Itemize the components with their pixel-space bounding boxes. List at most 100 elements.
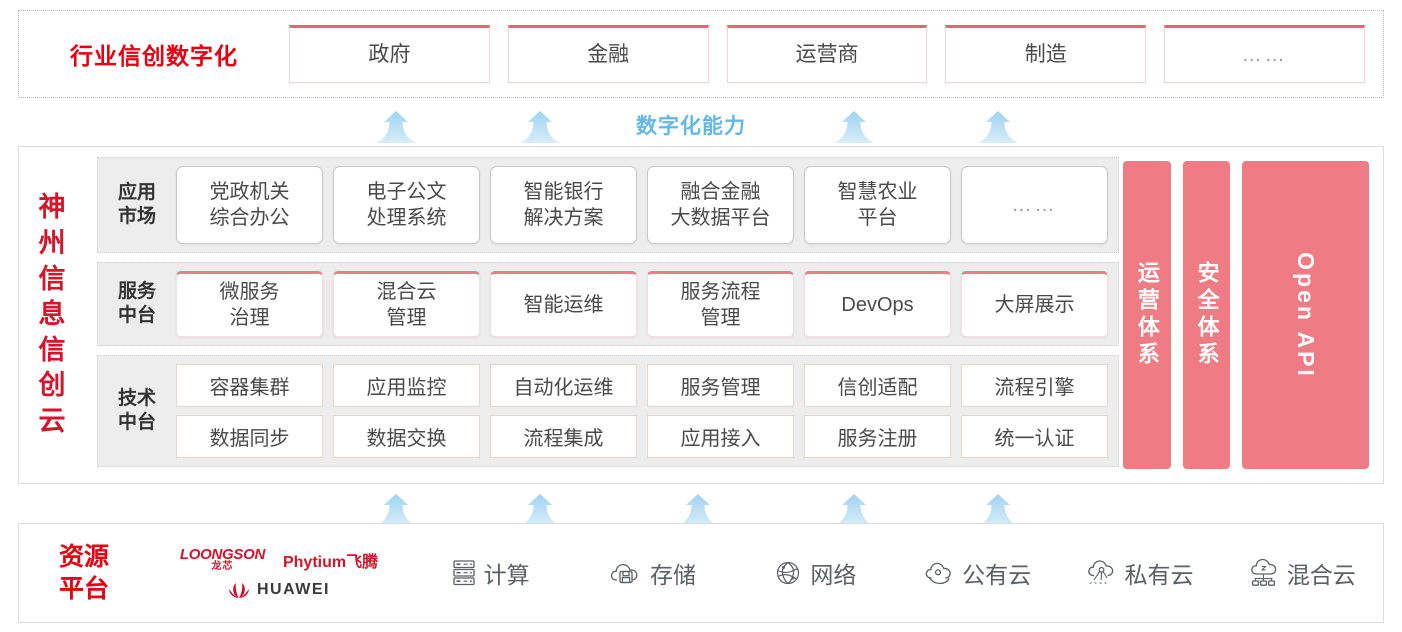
cloud-tier-stack: 应用 市场 党政机关综合办公 电子公文处理系统 智能银行解决方案 融合金融大数据… bbox=[85, 147, 1119, 483]
resource-platform-title: 资源 平台 bbox=[58, 542, 109, 604]
up-arrow-icon bbox=[519, 110, 561, 144]
tech-card-service-management[interactable]: 服务管理 bbox=[647, 364, 794, 407]
tech-card-data-sync[interactable]: 数据同步 bbox=[176, 415, 323, 458]
tier-label-service-platform: 服务 中台 bbox=[117, 281, 156, 326]
industry-band: 行业信创数字化 政府 金融 运营商 制造 …… bbox=[18, 10, 1384, 98]
vendor-logo-row: LOONGSON 龙芯 Phytium飞腾 bbox=[180, 547, 378, 572]
service-card-aiops[interactable]: 智能运维 bbox=[490, 271, 637, 337]
resource-item-private-cloud[interactable]: 私有云 bbox=[1058, 556, 1220, 590]
tier-label-application-market: 应用 市场 bbox=[117, 182, 156, 227]
resource-item-label: 网络 bbox=[810, 562, 857, 588]
capability-label: 数字化能力 bbox=[636, 115, 746, 138]
industry-card-government[interactable]: 政府 bbox=[289, 25, 490, 83]
vendor-logo-group: LOONGSON 龙芯 Phytium飞腾 bbox=[149, 547, 409, 599]
resource-platform-box: 资源 平台 LOONGSON 龙芯 Phytium飞腾 bbox=[18, 523, 1384, 623]
resource-arrow-strip bbox=[0, 487, 1402, 527]
cloud-storage-icon bbox=[609, 559, 643, 587]
tech-card-app-access[interactable]: 应用接入 bbox=[647, 415, 794, 458]
resource-item-list: 计算 存储 bbox=[409, 556, 1383, 590]
industry-card-finance[interactable]: 金融 bbox=[507, 25, 709, 83]
resource-item-label: 公有云 bbox=[962, 562, 1032, 588]
up-arrow-icon bbox=[519, 493, 561, 527]
up-arrow-icon bbox=[833, 493, 875, 527]
app-card-smart-banking[interactable]: 智能银行解决方案 bbox=[490, 166, 637, 244]
resource-item-label: 私有云 bbox=[1124, 562, 1194, 588]
service-card-devops[interactable]: DevOps bbox=[804, 271, 951, 337]
technical-card-row: 容器集群 应用监控 自动化运维 服务管理 信创适配 流程引擎 bbox=[176, 364, 1108, 407]
industry-card-manufacturing[interactable]: 制造 bbox=[945, 25, 1147, 83]
tier-service-platform: 服务 中台 微服务治理 混合云管理 智能运维 服务流程管理 bbox=[97, 262, 1119, 346]
loongson-logo: LOONGSON 龙芯 bbox=[179, 546, 265, 572]
network-globe-icon bbox=[773, 558, 803, 588]
hybrid-cloud-icon bbox=[1248, 558, 1280, 588]
tier-label-technical-platform: 技术 中台 bbox=[117, 388, 156, 433]
service-card-list: 微服务治理 混合云管理 智能运维 服务流程管理 DevOps bbox=[176, 271, 1108, 337]
app-card-smart-agriculture[interactable]: 智慧农业平台 bbox=[804, 166, 951, 244]
huawei-flower-icon bbox=[228, 582, 250, 599]
app-card-fintech-bigdata[interactable]: 融合金融大数据平台 bbox=[647, 166, 794, 244]
service-card-microservice-governance[interactable]: 微服务治理 bbox=[176, 271, 323, 337]
tech-card-automated-ops[interactable]: 自动化运维 bbox=[490, 364, 637, 407]
resource-item-hybrid-cloud[interactable]: 混合云 bbox=[1221, 556, 1383, 590]
tier-application-market: 应用 市场 党政机关综合办公 电子公文处理系统 智能银行解决方案 融合金融大数据… bbox=[97, 157, 1119, 253]
pillar-operations-system[interactable]: 运营体系 bbox=[1123, 161, 1171, 469]
cloud-platform-box: 神 州 信 息 信 创 云 应用 市场 党政机关综合办公 电子公文处 bbox=[18, 146, 1384, 484]
tech-card-process-integration[interactable]: 流程集成 bbox=[490, 415, 637, 458]
tech-card-unified-auth[interactable]: 统一认证 bbox=[961, 415, 1108, 458]
up-arrow-icon bbox=[977, 493, 1019, 527]
cloud-title-char: 信 bbox=[38, 263, 66, 294]
resource-item-storage[interactable]: 存储 bbox=[571, 556, 733, 590]
resource-item-public-cloud[interactable]: 公有云 bbox=[896, 556, 1058, 590]
industry-card-telecom[interactable]: 运营商 bbox=[726, 25, 928, 83]
cloud-title-char: 州 bbox=[38, 227, 66, 258]
up-arrow-icon bbox=[833, 110, 875, 144]
tech-card-app-monitoring[interactable]: 应用监控 bbox=[333, 364, 480, 407]
resource-item-label: 存储 bbox=[649, 562, 696, 588]
tech-card-xinchuang-adaptation[interactable]: 信创适配 bbox=[804, 364, 951, 407]
pillar-open-api[interactable]: Open API bbox=[1242, 161, 1370, 469]
cloud-title-char: 创 bbox=[38, 370, 66, 401]
tier-technical-platform: 技术 中台 容器集群 应用监控 自动化运维 服务管理 信创适配 流程引擎 数据同… bbox=[97, 355, 1119, 467]
service-card-hybrid-cloud-management[interactable]: 混合云管理 bbox=[333, 271, 480, 337]
cloud-title-char: 信 bbox=[38, 334, 66, 365]
pillar-label: Open API bbox=[1293, 251, 1320, 379]
cloud-title-char: 神 bbox=[38, 192, 66, 223]
service-card-dashboard-display[interactable]: 大屏展示 bbox=[961, 271, 1108, 337]
resource-item-label: 混合云 bbox=[1286, 562, 1356, 588]
up-arrow-icon bbox=[375, 110, 417, 144]
pillar-label: 运营体系 bbox=[1134, 261, 1160, 369]
technical-card-grid: 容器集群 应用监控 自动化运维 服务管理 信创适配 流程引擎 数据同步 数据交换… bbox=[176, 364, 1108, 458]
tech-card-container-cluster[interactable]: 容器集群 bbox=[176, 364, 323, 407]
pillar-security-system[interactable]: 安全体系 bbox=[1182, 161, 1231, 469]
industry-card-list: 政府 金融 运营商 制造 …… bbox=[289, 25, 1383, 83]
app-card-edocument-system[interactable]: 电子公文处理系统 bbox=[333, 166, 480, 244]
huawei-logo: HUAWEI bbox=[228, 581, 330, 599]
cloud-title-char: 云 bbox=[38, 406, 66, 437]
tech-card-service-registry[interactable]: 服务注册 bbox=[804, 415, 951, 458]
capability-arrow-strip bbox=[0, 104, 1402, 144]
up-arrow-icon bbox=[375, 493, 417, 527]
public-cloud-icon bbox=[923, 560, 955, 587]
service-card-service-process-management[interactable]: 服务流程管理 bbox=[647, 271, 794, 337]
up-arrow-icon bbox=[677, 493, 719, 527]
resource-item-compute[interactable]: 计算 bbox=[409, 556, 571, 590]
up-arrow-icon bbox=[977, 110, 1019, 144]
cloud-title-char: 息 bbox=[38, 299, 66, 330]
resource-item-label: 计算 bbox=[483, 562, 530, 588]
phytium-logo: Phytium飞腾 bbox=[282, 553, 379, 571]
vendor-logo-row: HUAWEI bbox=[228, 581, 330, 599]
tech-card-data-exchange[interactable]: 数据交换 bbox=[333, 415, 480, 458]
resource-item-network[interactable]: 网络 bbox=[734, 556, 896, 590]
server-icon bbox=[451, 558, 477, 588]
app-card-more[interactable]: …… bbox=[961, 166, 1108, 244]
tech-card-process-engine[interactable]: 流程引擎 bbox=[961, 364, 1108, 407]
industry-card-more[interactable]: …… bbox=[1164, 25, 1365, 83]
technical-card-row: 数据同步 数据交换 流程集成 应用接入 服务注册 统一认证 bbox=[176, 415, 1108, 458]
cross-cutting-pillars: 运营体系 安全体系 Open API bbox=[1119, 147, 1383, 483]
private-cloud-icon bbox=[1085, 558, 1117, 588]
pillar-label: 安全体系 bbox=[1194, 261, 1220, 369]
application-card-list: 党政机关综合办公 电子公文处理系统 智能银行解决方案 融合金融大数据平台 智慧农… bbox=[176, 166, 1108, 244]
app-card-government-office[interactable]: 党政机关综合办公 bbox=[176, 166, 323, 244]
industry-band-title: 行业信创数字化 bbox=[70, 43, 238, 69]
